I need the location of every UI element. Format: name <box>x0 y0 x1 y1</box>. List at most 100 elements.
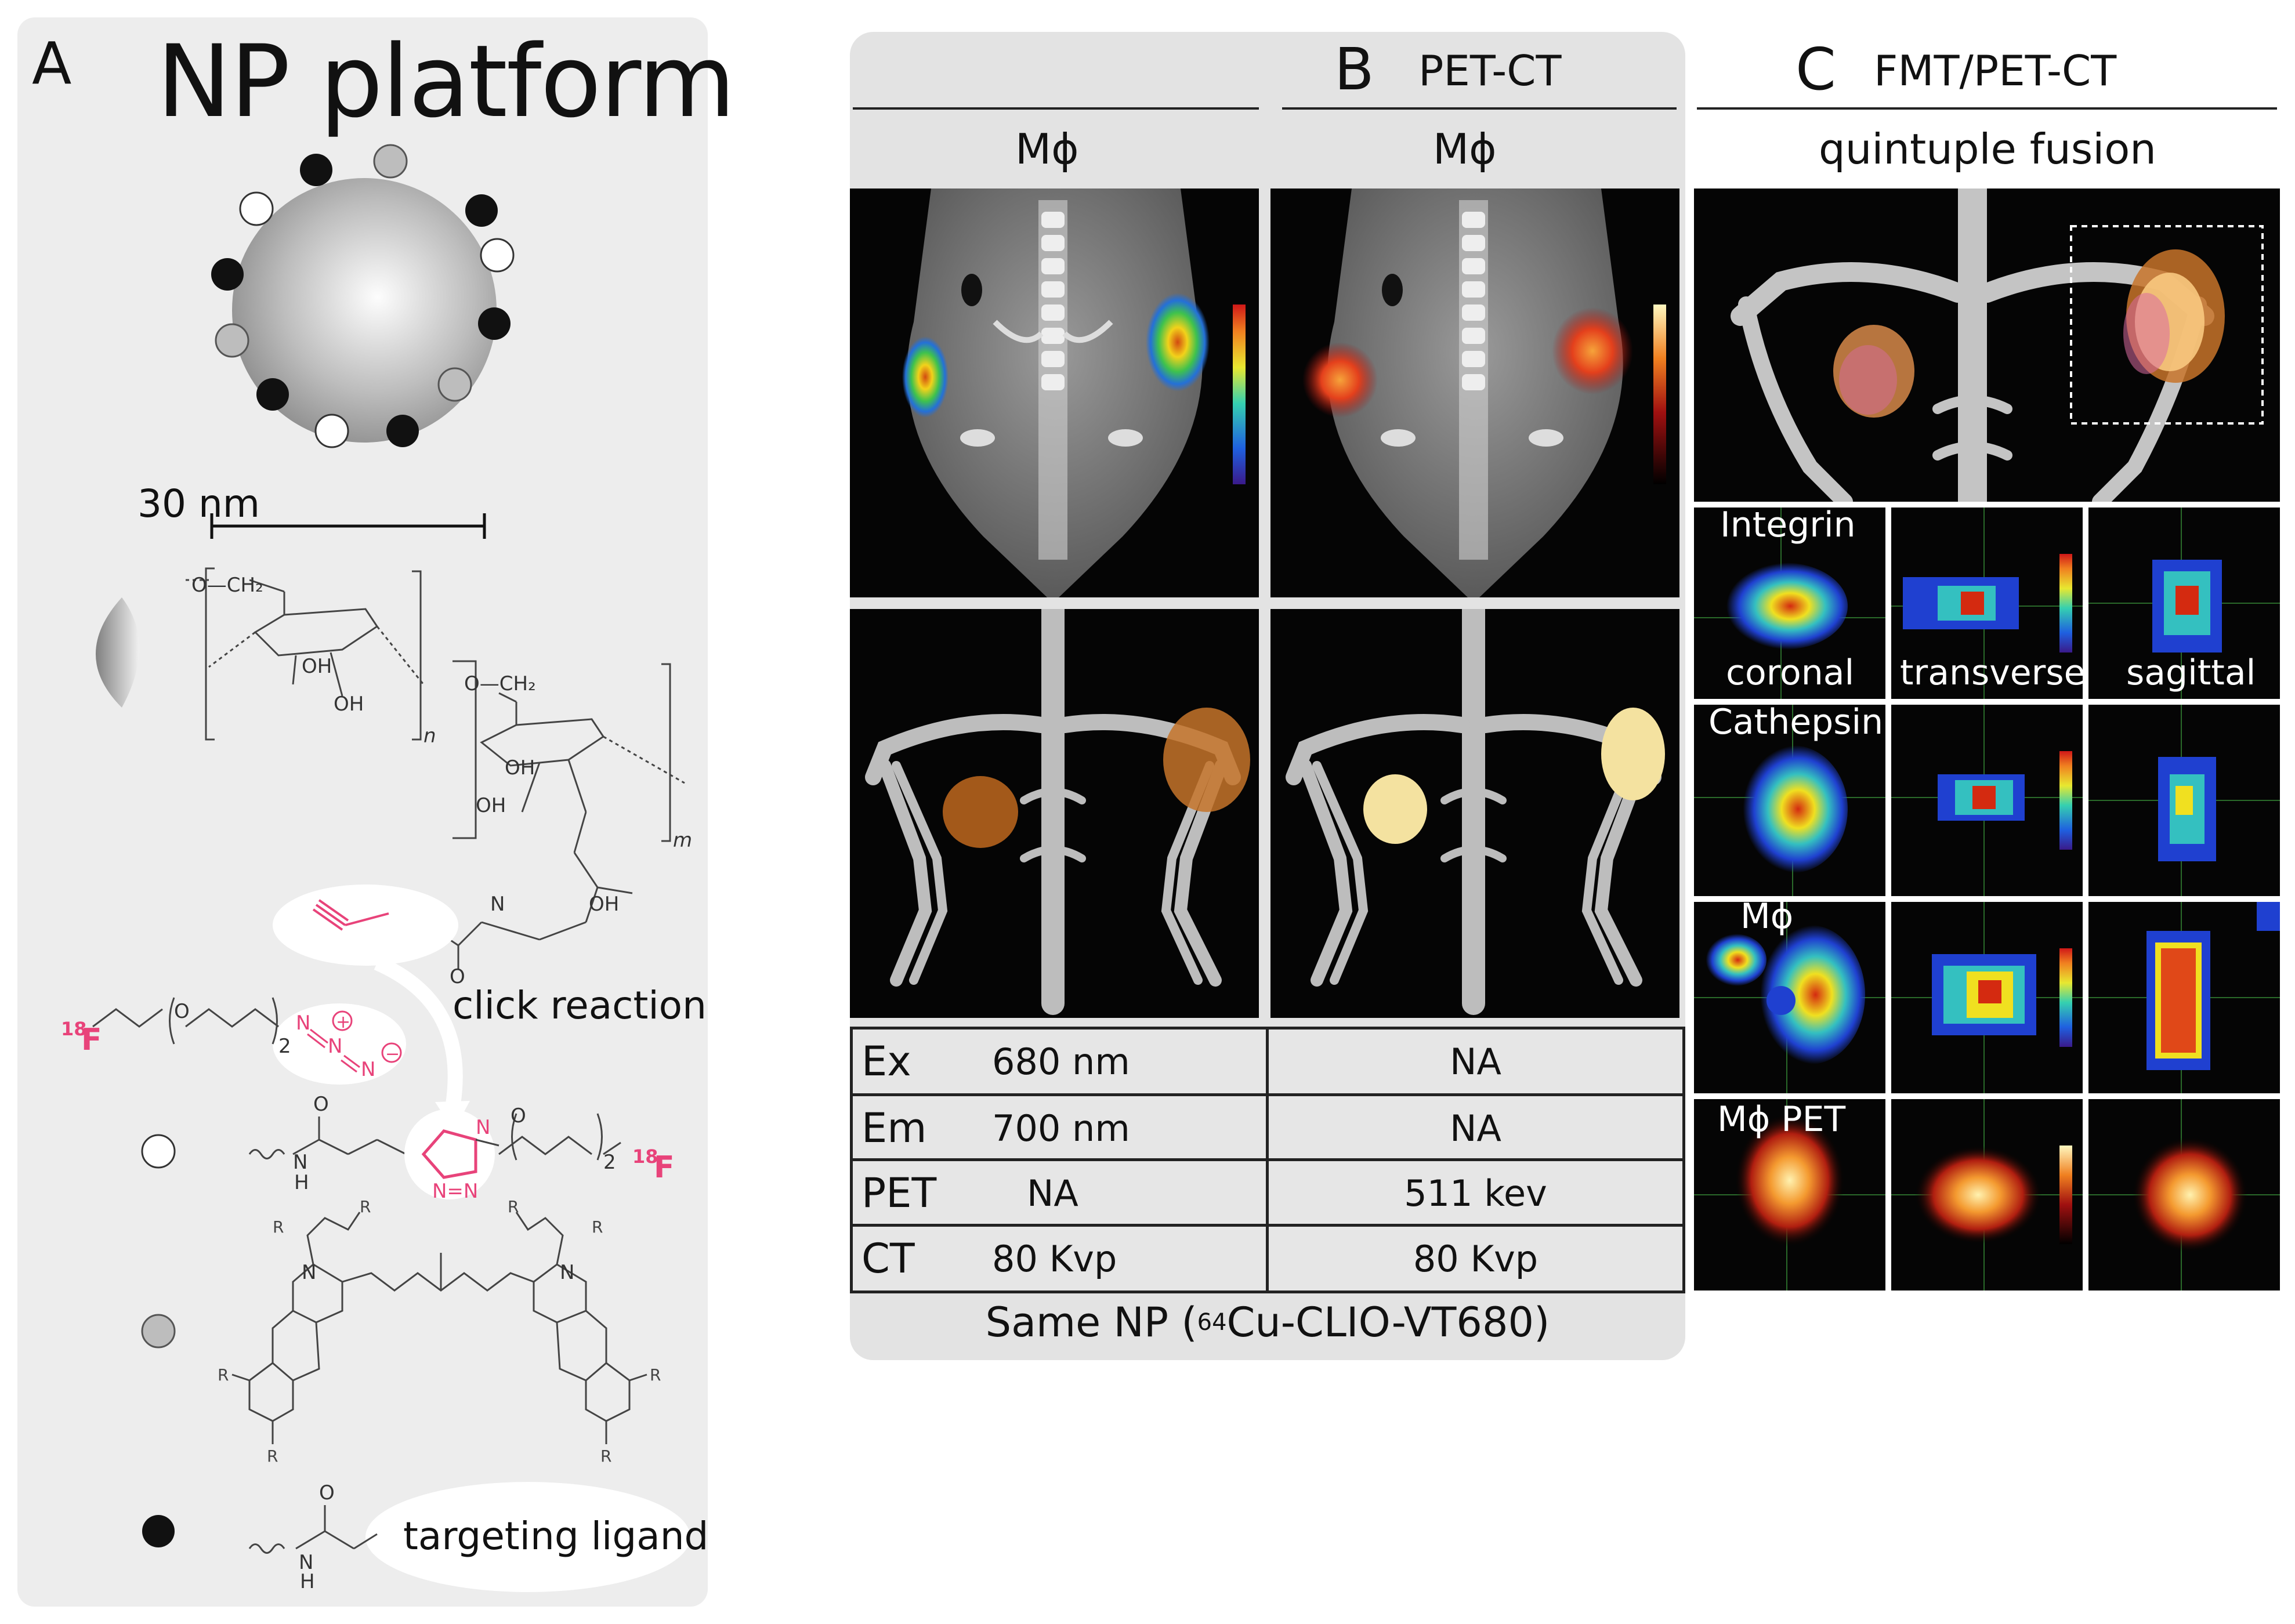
legend-white-dot <box>141 1134 176 1169</box>
panel-b-col2-header: Mϕ <box>1433 125 1497 173</box>
triazole-n1: N <box>476 1116 490 1139</box>
ligand-o: O <box>319 1481 335 1505</box>
alkyne-highlight <box>273 884 458 966</box>
panel-b-col1-header: Mϕ <box>1015 125 1079 173</box>
dye-r-5: R <box>218 1365 229 1384</box>
cathepsin-sagittal <box>2088 705 2280 896</box>
footer-sup: 64 <box>1197 1309 1227 1336</box>
peg-o-1: O <box>174 1000 190 1023</box>
legend-grey-dot <box>141 1314 176 1348</box>
dye-r-1: R <box>273 1217 284 1237</box>
panel-c-title: FMT/PET-CT <box>1874 46 2117 95</box>
panel-b-title: PET-CT <box>1418 46 1562 95</box>
panel-b-col1-rule <box>853 107 1259 110</box>
macrophage-transverse <box>1891 902 2083 1093</box>
table-row-em-left: 700 nm <box>992 1107 1130 1150</box>
click-arrow <box>374 956 463 1110</box>
peg-o-2: O <box>511 1104 526 1128</box>
azide-n-3: N <box>361 1058 375 1081</box>
triazole-conjugate <box>248 1113 621 1161</box>
macrophage-sagittal <box>2088 902 2280 1093</box>
ct-fmt-image <box>850 188 1259 597</box>
panel-b-letter: B <box>1334 35 1374 103</box>
targeting-ligand-highlight <box>365 1482 690 1592</box>
table-row-ct-label: CT <box>861 1235 915 1282</box>
row-label-macrophage-pet: Mϕ PET <box>1717 1099 1846 1140</box>
scale-bar-label: 30 nm <box>137 481 260 526</box>
panel-a-title: NP platform <box>157 23 736 140</box>
f18-sup-2: 18 <box>632 1146 658 1168</box>
chem-label-oh-3: OH <box>505 756 535 780</box>
azide-n-2: N <box>328 1035 342 1058</box>
triazole-nn: N=N <box>432 1180 478 1203</box>
chem-label-oh-1: OH <box>302 655 332 678</box>
ct-pet-image <box>1270 188 1679 597</box>
integrin-sagittal <box>2088 507 2280 699</box>
chem-label-o-ch2-1: O—CH₂ <box>191 574 263 597</box>
skeleton-fmt-render <box>850 609 1259 1018</box>
dye-n-1: N <box>302 1261 316 1284</box>
f18-sup-1: 18 <box>61 1018 87 1040</box>
ligand-n: N <box>299 1551 313 1574</box>
macrophage-pet-sagittal <box>2088 1099 2280 1290</box>
table-row-em-right: NA <box>1450 1107 1501 1150</box>
triazole-h: H <box>294 1171 309 1194</box>
chem-label-oh-2: OH <box>334 693 364 716</box>
skeleton-pet-render <box>1270 609 1679 1018</box>
panel-a-letter: A <box>32 30 72 97</box>
peg-sub-2-2: 2 <box>603 1151 616 1174</box>
dye-r-6: R <box>650 1365 661 1384</box>
dye-r-7: R <box>267 1447 278 1466</box>
f18-el-1: F <box>81 1023 102 1057</box>
table-row-pet-right: 511 kev <box>1404 1172 1547 1215</box>
row-label-macrophage: Mϕ <box>1740 896 1794 937</box>
cathepsin-coronal <box>1694 705 1885 896</box>
footer-pre: Same NP ( <box>985 1299 1197 1346</box>
ligand-h: H <box>300 1570 315 1593</box>
alkyne-group <box>312 899 389 931</box>
f18-el-2: F <box>654 1150 675 1185</box>
dye-r-4: R <box>592 1217 603 1237</box>
plane-label-coronal: coronal <box>1726 652 1855 693</box>
dye-r-2: R <box>360 1197 371 1216</box>
dextran-shell-fragment <box>96 597 139 708</box>
dye-r-8: R <box>600 1447 611 1466</box>
row-label-cathepsin: Cathepsin <box>1708 702 1884 742</box>
targeting-ligand-linker <box>248 1505 378 1554</box>
macrophage-pet-coronal <box>1694 1099 1885 1290</box>
azide-plus: + <box>336 1012 350 1032</box>
macrophage-coronal <box>1694 902 1885 1093</box>
chem-label-oh-4: OH <box>476 794 506 817</box>
panel-c-rule <box>1697 107 2277 110</box>
integrin-transverse <box>1891 507 2083 699</box>
dye-r-3: R <box>508 1197 519 1216</box>
nanoparticle-sphere <box>211 144 515 448</box>
chem-label-m: m <box>673 829 692 852</box>
triazole-n: N <box>293 1151 307 1174</box>
cyanine-dye-structure <box>231 1212 647 1444</box>
legend-black-dot <box>142 1515 175 1547</box>
peg-azide-chain <box>92 997 279 1045</box>
table-row-ex-right: NA <box>1450 1040 1501 1083</box>
chem-label-o-ch2-2: O—CH₂ <box>464 672 536 695</box>
azide-n-1: N <box>296 1012 310 1035</box>
peg-sub-2-1: 2 <box>278 1035 291 1058</box>
panel-b-col2-rule <box>1282 107 1677 110</box>
table-row-ct-right: 80 Kvp <box>1413 1237 1539 1280</box>
chem-label-oh-5: OH <box>589 893 619 916</box>
integrin-coronal <box>1694 507 1885 699</box>
panel-c-letter: C <box>1796 35 1836 103</box>
scale-bar <box>210 513 486 539</box>
azide-highlight <box>273 1003 406 1085</box>
panel-c-subtitle: quintuple fusion <box>1819 125 2156 173</box>
azide-minus: − <box>385 1044 400 1064</box>
panel-a-diagram: O—CH₂ OH OH n O—CH₂ OH OH m OH N O 18 F … <box>61 144 692 1593</box>
chem-label-n-amide: N <box>490 893 505 916</box>
plane-label-transverse: transverse <box>1900 652 2086 693</box>
triazole-highlight <box>404 1109 495 1199</box>
table-row-em-label: Em <box>861 1104 927 1152</box>
triazole-o: O <box>313 1093 329 1116</box>
macrophage-pet-transverse <box>1891 1099 2083 1290</box>
chem-label-n: n <box>423 724 436 748</box>
cathepsin-transverse <box>1891 705 2083 896</box>
